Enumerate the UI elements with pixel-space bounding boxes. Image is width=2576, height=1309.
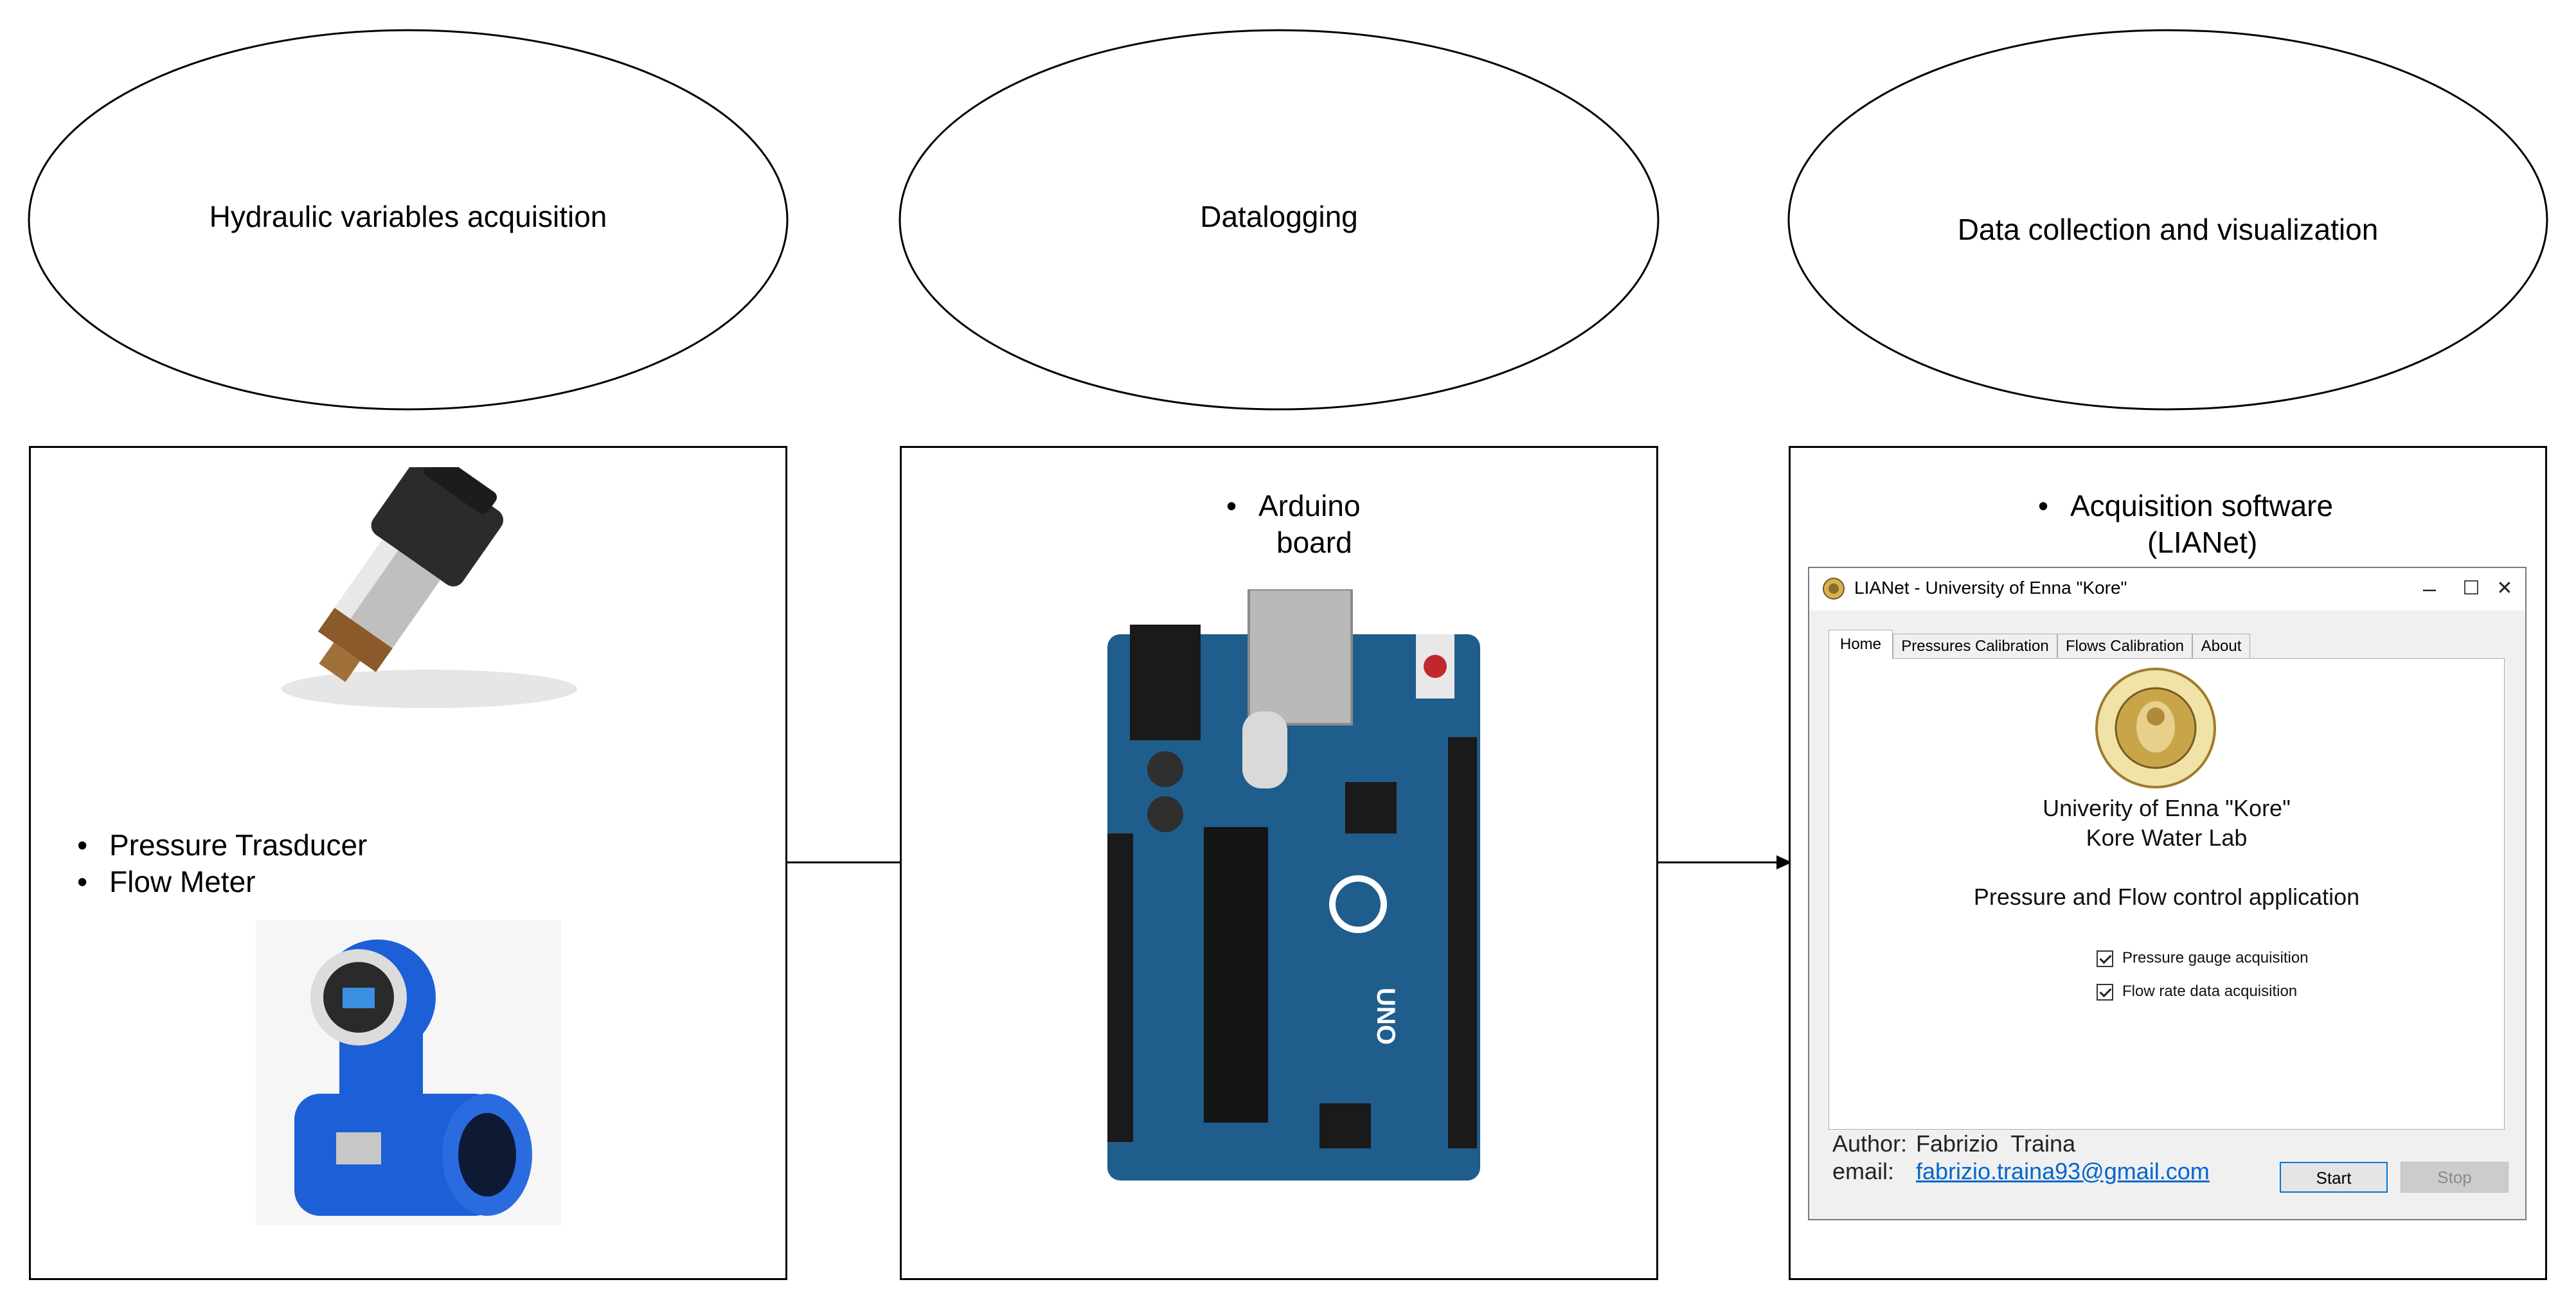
stage-ellipse-collection: [1787, 29, 2548, 411]
university-seal-icon: [2095, 668, 2216, 788]
stop-button[interactable]: Stop: [2401, 1162, 2509, 1193]
email-link[interactable]: fabrizio.traina93@gmail.com: [1916, 1158, 2210, 1184]
home-tab-panel: Univerity of Enna "Kore" Kore Water Lab …: [1829, 658, 2505, 1130]
stage-ellipse-datalogging: [899, 29, 1659, 411]
svg-text:UNO: UNO: [1372, 988, 1400, 1045]
arduino-line-1: Arduino: [1258, 489, 1361, 522]
software-line-2: (LIANet): [2147, 526, 2258, 559]
maximize-icon[interactable]: ☐: [2462, 578, 2480, 599]
list-item-flow-meter: Flow Meter: [77, 864, 367, 900]
flow-rate-label: Flow rate data acquisition: [2122, 983, 2298, 1000]
tab-about[interactable]: About: [2192, 634, 2250, 658]
arrow-datalogging-to-collection: [1658, 855, 1792, 869]
software-line-1: Acquisition software: [2070, 489, 2334, 522]
tab-home[interactable]: Home: [1829, 630, 1893, 659]
tab-pressures-calibration[interactable]: Pressures Calibration: [1893, 634, 2057, 658]
minimize-icon[interactable]: –: [2422, 575, 2437, 601]
app-icon: [1823, 578, 1845, 600]
stage-title-datalogging: Datalogging: [1200, 200, 1358, 233]
window-title: LIANet - University of Enna "Kore": [1854, 578, 2127, 598]
stage-ellipse-acquisition: [28, 29, 789, 411]
acquisition-items: Pressure Trasducer Flow Meter: [77, 827, 367, 900]
stage-title-collection: Data collection and visualization: [1957, 213, 2379, 246]
author-label: Author:: [1832, 1130, 1908, 1157]
flow-meter-image: [256, 920, 561, 1225]
close-icon[interactable]: ✕: [2496, 578, 2513, 599]
arduino-line-2: board: [1276, 526, 1352, 559]
lab-name: Kore Water Lab: [2086, 824, 2248, 851]
start-button[interactable]: Start: [2280, 1162, 2388, 1193]
pressure-transducer-image: [282, 467, 577, 708]
arduino-uno-image: UNO: [1107, 589, 1480, 1180]
flow-rate-checkbox[interactable]: [2097, 984, 2113, 1001]
tab-flows-calibration[interactable]: Flows Calibration: [2057, 634, 2192, 658]
author-name: Fabrizio Traina: [1916, 1130, 2076, 1157]
datalogging-items: Arduino board: [1226, 488, 1361, 561]
list-item-acquisition-software: Acquisition software (LIANet): [2038, 488, 2333, 561]
stage-title-acquisition: Hydraulic variables acquisition: [209, 200, 607, 233]
university-name: Univerity of Enna "Kore": [2043, 795, 2291, 821]
list-item-pressure-transducer: Pressure Trasducer: [77, 827, 367, 864]
panel-datalogging: Arduino board UNO: [900, 446, 1658, 1280]
lianet-window: LIANet - University of Enna "Kore" – ☐ ✕…: [1808, 567, 2527, 1220]
pressure-gauge-checkbox[interactable]: [2097, 950, 2113, 967]
email-label: email:: [1832, 1158, 1895, 1184]
app-description: Pressure and Flow control application: [1973, 884, 2360, 910]
panel-acquisition: Pressure Trasducer Flow Meter: [29, 446, 787, 1280]
window-titlebar: LIANet - University of Enna "Kore" – ☐ ✕: [1809, 568, 2525, 610]
list-item-arduino-board: Arduino board: [1226, 488, 1361, 561]
collection-items: Acquisition software (LIANet): [2038, 488, 2333, 561]
pressure-gauge-label: Pressure gauge acquisition: [2122, 949, 2309, 966]
